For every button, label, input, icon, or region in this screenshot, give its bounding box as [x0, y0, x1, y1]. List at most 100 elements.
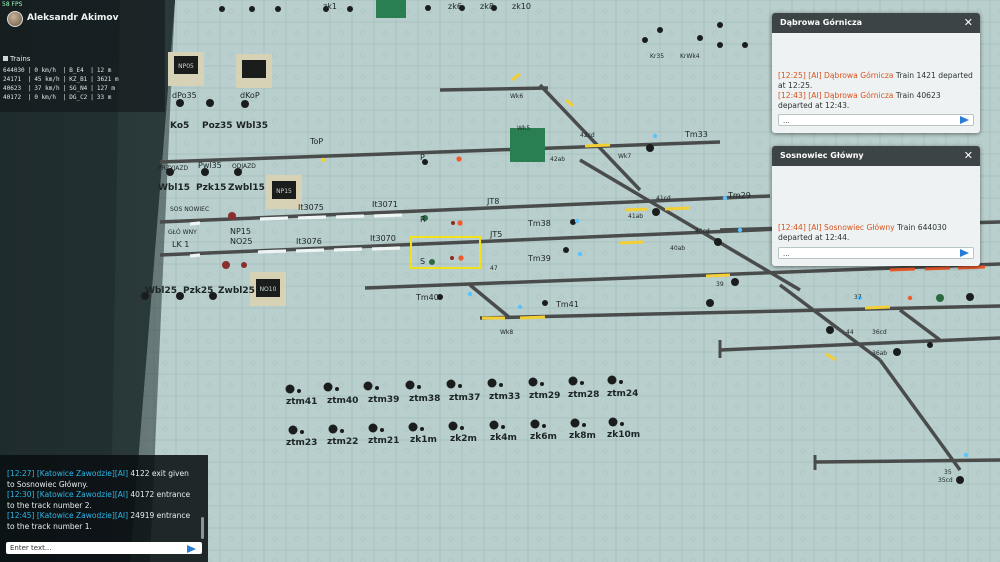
avatar	[7, 11, 23, 27]
track-label: Zwbl15	[228, 183, 265, 193]
ztm-label: ztm23	[286, 438, 317, 448]
track-label: Pwl35	[198, 161, 222, 170]
track-label: SOS NOWIEC	[170, 206, 209, 213]
indicator-lamps	[320, 133, 969, 458]
ztm-label: ztm28	[568, 390, 599, 400]
chat-window-sosnowiec: Sosnowiec Główny ✕ [12:44] [AI] Sosnowie…	[772, 146, 980, 266]
train-id: 40623	[3, 85, 22, 92]
track-label: It3075	[298, 203, 324, 212]
ztm-label: ztm39	[368, 395, 399, 405]
message-list: [12:25] [AI] Dąbrowa Górnicza Train 1421…	[778, 71, 974, 111]
panel-label: NP15	[276, 188, 292, 195]
track-label: 39	[716, 281, 724, 288]
message-source: [Katowice Zawodzie][AI]	[36, 511, 129, 520]
track-label: Tm33	[684, 130, 708, 139]
list-item: [12:30] [Katowice Zawodzie][AI] 40172 en…	[7, 490, 197, 511]
list-icon	[3, 56, 8, 61]
train-speed: 37 km/h	[34, 85, 60, 92]
list-item: [12:43] [AI] Dąbrowa Górnicza Train 4062…	[778, 91, 974, 111]
train-speed: 0 km/h	[34, 94, 56, 101]
message-time: [12:45]	[7, 511, 35, 520]
track-label: 36cd	[872, 329, 887, 336]
chat-text-input[interactable]: Enter text...	[6, 542, 202, 554]
table-row[interactable]: 40623|37 km/h|SG_N4|127 m	[3, 84, 122, 93]
track-label: zk1	[323, 2, 337, 11]
train-distance: 127 m	[96, 85, 115, 92]
ztm-label: zk2m	[450, 434, 477, 444]
train-speed: 45 km/h	[34, 76, 60, 83]
track-label: Wbl35	[236, 121, 268, 131]
train-distance: 33 m	[96, 94, 112, 101]
train-location: B_E4	[69, 67, 84, 74]
message-time: [12:44]	[778, 223, 806, 232]
control-panels: NP05 NP15 NO10	[168, 52, 302, 306]
message-text: Train 644030 departed at 12:44.	[778, 223, 947, 242]
message-source: [Katowice Zawodzie][AI]	[36, 490, 129, 499]
track-label: 36ab	[872, 350, 887, 357]
track-label: JT5	[489, 230, 502, 239]
ztm-label: ztm24	[607, 389, 638, 399]
chat-scrollbar[interactable]	[201, 517, 204, 539]
track-label: Pzk25	[183, 286, 213, 296]
chat-input[interactable]: ...	[778, 247, 974, 259]
track-label: KrWk4	[680, 53, 700, 60]
train-id: 40172	[3, 94, 22, 101]
track-label: It3076	[296, 237, 322, 246]
track-label: Wbl15	[158, 183, 190, 193]
send-icon[interactable]	[187, 545, 196, 553]
ztm-knobs	[285, 375, 624, 435]
track-label: 41cd	[656, 195, 671, 202]
track-label: dKoP	[240, 91, 260, 100]
track-label: P	[420, 153, 425, 162]
track-label: NO25	[230, 237, 252, 246]
trains-table: 644030|0 km/h|B_E4|12 m 24171|45 km/h|KZ…	[3, 66, 122, 102]
train-distance: 3621 m	[96, 76, 119, 83]
ztm-label: zk4m	[490, 433, 517, 443]
message-time: [12:43]	[778, 91, 806, 100]
window-title: Sosnowiec Główny	[772, 146, 980, 166]
ztm-label: ztm38	[409, 394, 440, 404]
message-text: Train 1421 departed at 12:25.	[778, 71, 973, 90]
message-text: 40172 entrance to the track number 2.	[7, 490, 191, 510]
panel-label: NO10	[260, 286, 277, 293]
track-label: Wk5	[517, 125, 530, 132]
track-label: S	[420, 257, 425, 266]
green-block-top	[376, 0, 406, 18]
track-label: dPo35	[172, 91, 197, 100]
send-icon[interactable]	[960, 116, 969, 124]
send-icon[interactable]	[960, 249, 969, 257]
table-row[interactable]: 40172|0 km/h|DG_C2|33 m	[3, 93, 122, 102]
track-label: 40cd	[695, 228, 710, 235]
message-source: [AI] Dąbrowa Górnicza	[808, 71, 894, 80]
knobs	[141, 5, 974, 484]
chat-input[interactable]: ...	[778, 114, 974, 126]
table-row[interactable]: 24171|45 km/h|KZ_B1|3621 m	[3, 75, 122, 84]
track-label: Wk8	[500, 329, 513, 336]
list-item: [12:44] [AI] Sosnowiec Główny Train 6440…	[778, 223, 974, 243]
ztm-label: ztm37	[449, 393, 480, 403]
ztm-label: zk10m	[607, 430, 640, 440]
track-label: JT8	[486, 197, 499, 206]
track-label: 40ab	[670, 245, 685, 252]
table-row[interactable]: 644030|0 km/h|B_E4|12 m	[3, 66, 122, 75]
track-label: 35cd	[938, 477, 953, 484]
panel-label: NP05	[178, 63, 194, 70]
close-icon[interactable]: ✕	[963, 149, 973, 162]
trains-header[interactable]: Trains	[3, 55, 30, 63]
track-label: R	[420, 215, 426, 224]
list-item: [12:45] [Katowice Zawodzie][AI] 24919 en…	[7, 511, 197, 532]
fps-counter: 58 FPS	[2, 1, 23, 8]
track-label: Zwbl25	[218, 286, 255, 296]
track-label: 37	[854, 294, 862, 301]
ztm-label: zk8m	[569, 431, 596, 441]
track-label: zk6	[448, 2, 462, 11]
track-label: Tm40	[415, 293, 439, 302]
track-label: Wbl25	[145, 286, 177, 296]
board-labels: zk1 zk6 zk8 zk10 dPo35 dKoP Ko5 Poz35 Wb…	[145, 2, 953, 484]
track-label: Wk6	[510, 93, 523, 100]
ztm-label: ztm22	[327, 437, 358, 447]
ztm-label: ztm40	[327, 396, 358, 406]
close-icon[interactable]: ✕	[963, 16, 973, 29]
ztm-label: ztm29	[529, 391, 560, 401]
